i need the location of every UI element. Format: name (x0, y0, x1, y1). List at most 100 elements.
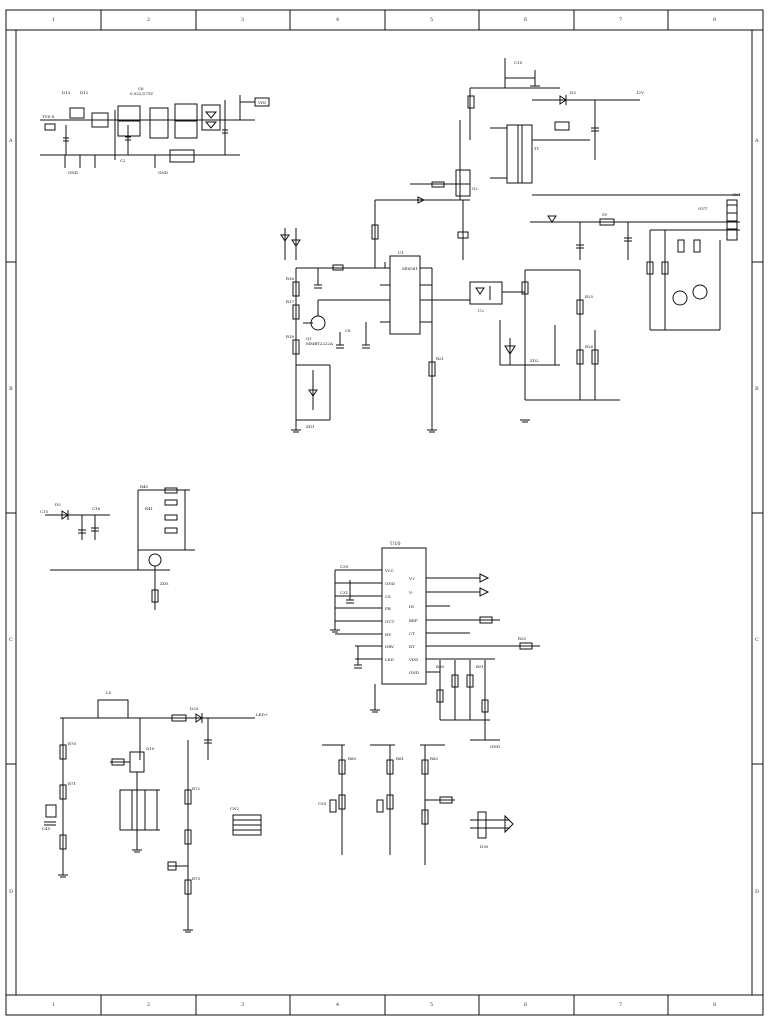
label-c6: C6 (138, 86, 144, 91)
label-r81: R81 (396, 756, 404, 761)
row-label-left: A (8, 138, 13, 144)
label-gnd-2: GND (158, 170, 168, 175)
label-q10: Q10 (146, 746, 155, 751)
col-label-top: 1 (52, 17, 55, 23)
label-d3: D3 (570, 90, 576, 95)
u10-pin-label: VCC (384, 568, 394, 573)
controller-ic-u1 (389, 255, 421, 335)
label-cn1: CN1 (732, 192, 741, 197)
u10-pin-label: V+ (408, 576, 415, 581)
label-q1-part: MMBT2222A (306, 341, 333, 346)
col-label-bottom: 2 (147, 1002, 150, 1008)
led-driver-ic-circuit: U10 VCC GND CS FB OUT HV DRV LED (330, 541, 540, 749)
label-d30: D30 (480, 844, 489, 849)
col-label-bottom: 3 (241, 1002, 244, 1008)
row-label-right: B (755, 386, 759, 392)
label-vin: VIN (257, 100, 266, 105)
col-label-top: 3 (241, 17, 244, 23)
label-u1: U1 (398, 250, 404, 255)
label-c16: C16 (92, 506, 101, 511)
label-c45: C45 (42, 826, 51, 831)
u10-pin-label: CT (409, 631, 415, 636)
label-u10: U10 (390, 541, 401, 547)
label-r40: R40 (140, 484, 149, 489)
col-label-bottom: 6 (524, 1002, 527, 1008)
label-r73: R73 (192, 876, 201, 881)
row-label-right: D (755, 889, 759, 895)
label-r41: R41 (145, 506, 153, 511)
u10-right-pins: V+ V- IN REF CT RT VDD GND (408, 576, 540, 675)
label-r17: R17 (286, 299, 295, 304)
label-c31: C31 (340, 590, 348, 595)
label-cn2: CN2 (230, 806, 240, 811)
label-r80: R80 (348, 756, 357, 761)
label-r51: R51 (476, 664, 484, 669)
u10-pin-label: FB (385, 606, 391, 611)
col-label-top: 7 (619, 17, 622, 23)
col-label-top: 8 (713, 17, 716, 23)
label-zd2: ZD2 (530, 358, 539, 363)
col-label-bottom: 7 (619, 1002, 622, 1008)
label-d5: D5 (55, 502, 61, 507)
label-zd1: ZD1 (306, 424, 315, 429)
label-zd5: ZD5 (160, 581, 169, 586)
drawing-frame (5, 9, 764, 1016)
label-r72: R72 (192, 786, 201, 791)
col-label-bottom: 1 (52, 1002, 55, 1008)
col-label-top: 4 (336, 17, 339, 23)
label-r50: R50 (436, 664, 445, 669)
label-c15: C15 (40, 509, 49, 514)
row-labels: A B C D A B C D (8, 138, 759, 895)
col-label-top: 6 (524, 17, 527, 23)
label-r16: R16 (286, 276, 295, 281)
label-l5: L5 (106, 690, 112, 695)
u10-pin-label: VDD (408, 657, 418, 662)
label-r71: R71 (68, 781, 76, 786)
col-label-bottom: 5 (430, 1002, 433, 1008)
u10-pin-label: GND (409, 670, 419, 675)
label-r26: R26 (585, 344, 594, 349)
u10-pin-label: RT (409, 644, 415, 649)
row-label-right: C (755, 637, 759, 643)
transformer-t1 (506, 124, 533, 184)
u10-pin-label: CS (385, 594, 391, 599)
column-labels: 1 2 3 4 5 6 7 8 1 2 3 4 5 6 7 8 (52, 17, 716, 1008)
u10-pin-label: HV (385, 632, 391, 637)
col-label-top: 2 (147, 17, 150, 23)
boost-output-circuit: L5 D20 LED+ R70 R71 C45 Q10 (42, 690, 268, 933)
label-c10: C10 (514, 60, 523, 65)
u10-left-pins: VCC GND CS FB OUT HV DRV LED (335, 568, 395, 662)
row-label-right: A (754, 138, 759, 144)
u10-pin-label: V- (408, 590, 414, 595)
u10-pin-label: REF (409, 618, 418, 623)
label-led-plus: LED+ (256, 712, 268, 717)
u10-pin-label: OUT (385, 619, 395, 624)
label-c2: C2 (120, 158, 126, 163)
label-d20: D20 (190, 706, 199, 711)
label-tvs: TVS-S (42, 114, 55, 119)
label-u10-gnd: GND (490, 744, 500, 749)
standby-regulator-circuit: C15 C16 D5 R40 R41 ZD5 (40, 484, 195, 610)
label-q2: Q2 (472, 186, 478, 191)
row-label-left: B (9, 386, 13, 392)
label-c8: C8 (345, 328, 351, 333)
row-label-left: D (9, 889, 13, 895)
label-r25: R25 (585, 294, 594, 299)
label-u2: U2 (478, 308, 484, 313)
u10-pin-label: LED (385, 657, 394, 662)
col-label-top: 5 (430, 17, 433, 23)
label-out: OUT (698, 206, 708, 211)
label-c30: C30 (340, 564, 349, 569)
feedback-divider-circuit: R80 C50 R81 R82 D30 (318, 744, 514, 865)
label-r55: R55 (518, 636, 527, 641)
label-u1-part: SE8581 (402, 266, 418, 271)
optocoupler-u2 (469, 281, 503, 305)
u10-pin-label: GND (385, 581, 395, 586)
label-q1: Q1 (306, 336, 312, 341)
label-r70: R70 (68, 741, 77, 746)
u10-pin-label: DRV (385, 644, 394, 649)
ic-u10 (381, 547, 427, 685)
label-r18: R18 (286, 334, 295, 339)
label-c6-value: 0.022/275V (130, 91, 153, 96)
